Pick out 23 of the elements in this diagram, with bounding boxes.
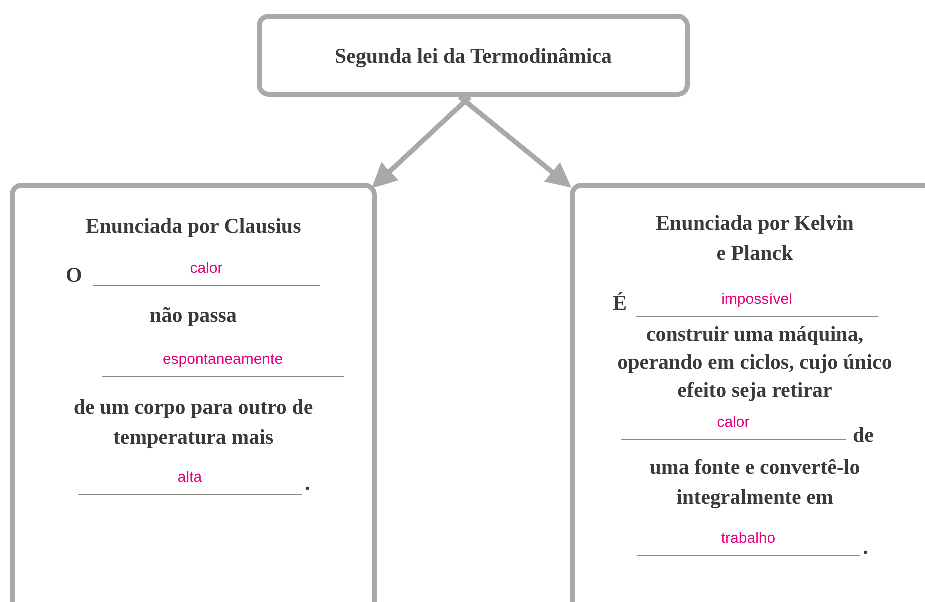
statement-text: . — [305, 470, 312, 497]
statement-text: construir uma máquina, operando em ciclos, cujo único efeito seja retirar — [617, 321, 893, 404]
statement-text: de um corpo para outro de temperatura mais — [72, 394, 314, 451]
answer-text: calor — [621, 410, 846, 440]
answer-text: trabalho — [637, 526, 860, 556]
answer-text: impossível — [636, 287, 878, 317]
statement-text: O — [66, 262, 84, 289]
answer-text: alta — [78, 465, 302, 495]
statement-text: Enunciada por Kelvin e Planck — [655, 210, 855, 267]
arrow — [372, 95, 472, 189]
statement-text: Segunda lei da Termodinâmica — [334, 43, 614, 70]
statement-text: Enunciada por Clausius — [84, 213, 302, 240]
text-box — [570, 183, 925, 602]
arrow — [458, 95, 572, 188]
text-box — [257, 14, 690, 97]
statement-text: . — [863, 534, 870, 561]
answer-text: calor — [93, 256, 320, 286]
answer-text: espontaneamente — [102, 347, 344, 377]
statement-text: de — [853, 422, 875, 449]
statement-text: não passa — [149, 302, 238, 329]
statement-text: uma fonte e convertê-lo integralmente em — [648, 454, 862, 511]
text-box — [10, 183, 377, 602]
statement-text: É — [613, 290, 628, 317]
